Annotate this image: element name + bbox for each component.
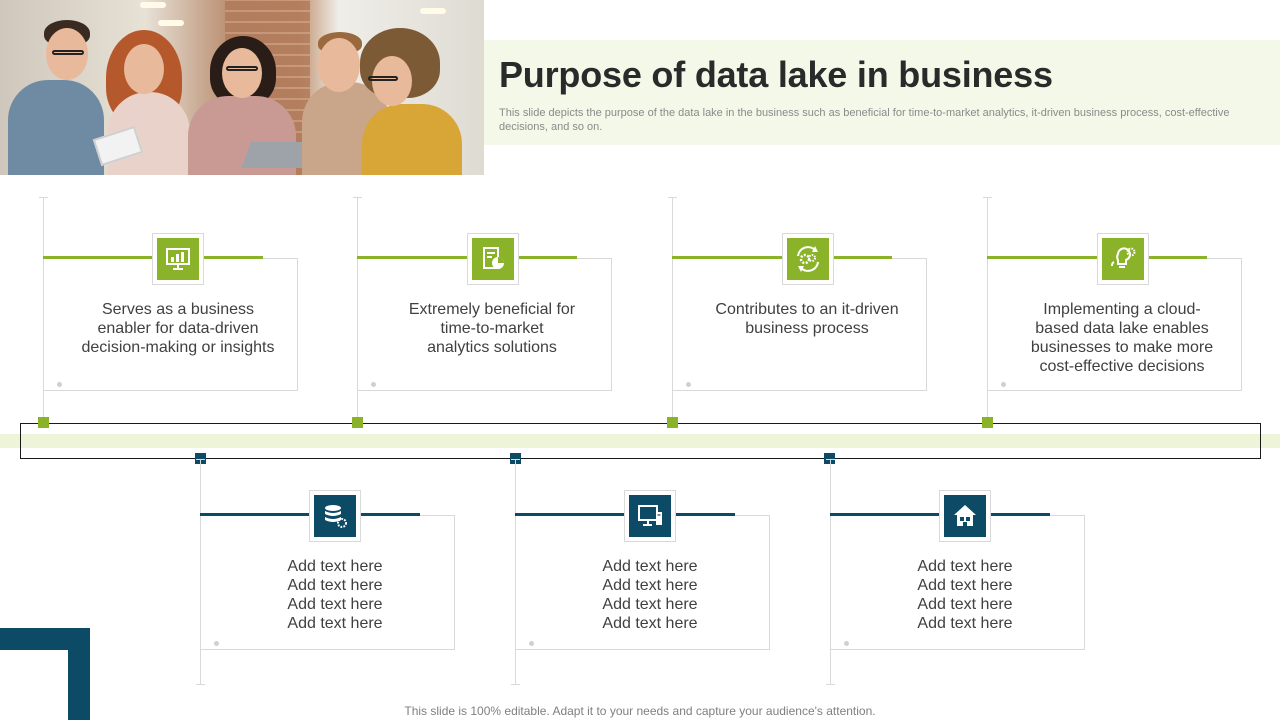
card-text: Serves as a business enabler for data-dr… bbox=[81, 301, 275, 356]
timeline-bar bbox=[20, 423, 1261, 459]
footer-note: This slide is 100% editable. Adapt it to… bbox=[404, 704, 876, 718]
card-icon-frame bbox=[624, 490, 676, 542]
card-connector-line bbox=[196, 459, 205, 685]
card-text: Add text here Add text here Add text her… bbox=[602, 558, 698, 632]
title-band bbox=[484, 40, 1280, 145]
gears-cycle-icon bbox=[787, 238, 829, 280]
card-connector-line bbox=[511, 459, 520, 685]
card-text: Contributes to an it-driven business pro… bbox=[715, 301, 899, 337]
timeline-marker-navy bbox=[824, 453, 835, 464]
timeline-marker-navy bbox=[195, 453, 206, 464]
house-icon bbox=[944, 495, 986, 537]
lightbulb-gear-icon bbox=[1102, 238, 1144, 280]
card-text: Add text here Add text here Add text her… bbox=[287, 558, 383, 632]
timeline-marker-green bbox=[982, 417, 993, 428]
card-icon-frame bbox=[939, 490, 991, 542]
page-subtitle: This slide depicts the purpose of the da… bbox=[499, 107, 1230, 133]
analytics-document-icon bbox=[472, 238, 514, 280]
card-icon-frame bbox=[1097, 233, 1149, 285]
card-text: Implementing a cloud- based data lake en… bbox=[1030, 301, 1214, 375]
team-photo bbox=[0, 0, 484, 175]
database-gear-icon bbox=[314, 495, 356, 537]
computer-monitor-icon bbox=[629, 495, 671, 537]
card-connector-line bbox=[826, 459, 835, 685]
presentation-chart-icon bbox=[157, 238, 199, 280]
card-icon-frame bbox=[782, 233, 834, 285]
page-title: Purpose of data lake in business bbox=[499, 54, 1053, 95]
card-icon-frame bbox=[467, 233, 519, 285]
timeline-band bbox=[0, 434, 1280, 448]
card-text: Add text here Add text here Add text her… bbox=[917, 558, 1013, 632]
timeline-marker-green bbox=[667, 417, 678, 428]
card-icon-frame bbox=[309, 490, 361, 542]
decorative-corner-frame bbox=[0, 628, 90, 720]
card-text: Extremely beneficial for time-to-market … bbox=[408, 301, 576, 356]
card-icon-frame bbox=[152, 233, 204, 285]
timeline-marker-green bbox=[352, 417, 363, 428]
timeline-marker-navy bbox=[510, 453, 521, 464]
timeline-marker-green bbox=[38, 417, 49, 428]
